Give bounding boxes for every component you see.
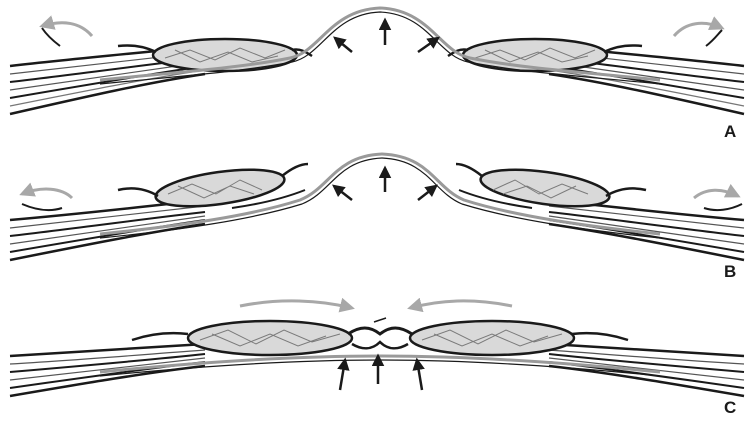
outward-arrow-left xyxy=(334,186,352,200)
outward-arrow-right xyxy=(418,186,436,200)
lateral-retraction-arrow-left xyxy=(22,189,72,198)
lateral-retraction-arrow-right xyxy=(694,190,738,198)
upward-arrow-left xyxy=(340,360,345,390)
right-lateral-muscle-bundle xyxy=(549,200,744,260)
left-rectus-muscle xyxy=(118,39,312,71)
panel-label-a: A xyxy=(724,122,736,141)
panel-a: A xyxy=(10,8,744,141)
medial-advancement-arrow-left xyxy=(240,301,352,308)
panel-b: B xyxy=(10,154,744,281)
lateral-retraction-arrow-right xyxy=(674,23,722,36)
right-rectus-muscle xyxy=(410,321,628,355)
left-rectus-muscle xyxy=(132,321,352,355)
panel-label-c: C xyxy=(724,398,736,417)
panel-label-b: B xyxy=(724,262,736,281)
midline-closure xyxy=(348,318,412,348)
upward-arrow-right xyxy=(417,360,422,390)
lateral-retraction-arrow-left xyxy=(42,23,92,36)
outward-arrow-left xyxy=(335,38,352,52)
outward-arrow-right xyxy=(418,38,438,52)
panel-c: C xyxy=(10,301,744,417)
medial-advancement-arrow-right xyxy=(410,301,512,308)
